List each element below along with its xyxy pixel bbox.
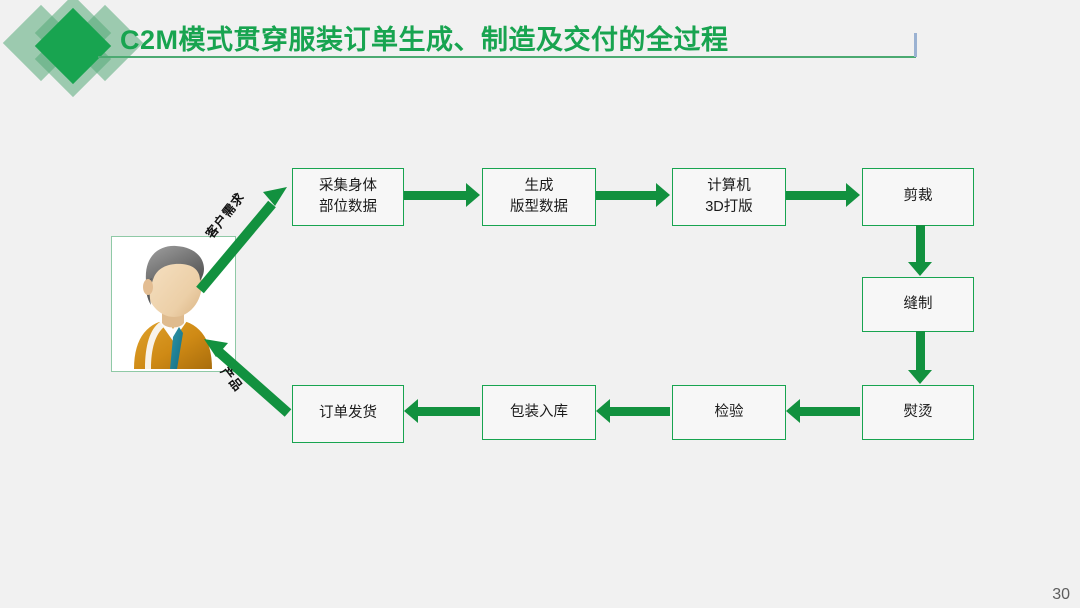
flow-node-cad3d[interactable]: 计算机 3D打版 xyxy=(672,168,786,226)
page-title: C2M模式贯穿服装订单生成、制造及交付的全过程 xyxy=(120,25,729,55)
connector-inspect-to-pack-icon xyxy=(596,399,670,424)
flow-node-pattern-line2: 版型数据 xyxy=(510,199,568,215)
flow-node-iron[interactable]: 熨烫 xyxy=(862,385,974,440)
flow-node-inspect-label: 检验 xyxy=(714,403,744,420)
flow-node-sew[interactable]: 缝制 xyxy=(862,277,974,332)
flow-node-iron-label: 熨烫 xyxy=(903,403,933,420)
flow-node-collect-line1: 采集身体 xyxy=(319,177,377,194)
flow-node-collect-line2: 部位数据 xyxy=(319,199,377,215)
avatar xyxy=(134,245,212,369)
connector-pattern-to-cad3d-icon xyxy=(596,183,670,208)
title-underline xyxy=(98,56,916,58)
connector-cad3d-to-cut-icon xyxy=(786,183,860,208)
flow-node-pattern-line1: 生成 xyxy=(524,177,554,194)
diamond-decoration-icon xyxy=(2,0,144,98)
customer-avatar-panel xyxy=(111,236,236,372)
title-end-tick xyxy=(914,33,917,57)
flow-node-cad3d-line1: 计算机 xyxy=(707,177,751,194)
flow-node-cut[interactable]: 剪裁 xyxy=(862,168,974,226)
flow-node-pack[interactable]: 包装入库 xyxy=(482,385,596,440)
diagonal-label-demand: 客户需求 xyxy=(203,189,248,242)
flow-node-ship-label: 订单发货 xyxy=(319,405,377,422)
connector-iron-to-inspect-icon xyxy=(786,399,860,424)
flow-node-pack-label: 包装入库 xyxy=(510,403,568,420)
connector-cut-to-sew-icon xyxy=(908,225,933,276)
page-number: 30 xyxy=(1052,586,1070,603)
flow-node-collect[interactable]: 采集身体 部位数据 xyxy=(292,168,404,226)
flow-node-ship[interactable]: 订单发货 xyxy=(292,385,404,443)
flow-node-pattern[interactable]: 生成 版型数据 xyxy=(482,168,596,226)
flow-node-cut-label: 剪裁 xyxy=(903,188,933,205)
connector-pack-to-ship-icon xyxy=(404,399,480,424)
flow-node-inspect[interactable]: 检验 xyxy=(672,385,786,440)
connector-collect-to-pattern-icon xyxy=(404,183,480,208)
connector-sew-to-iron-icon xyxy=(908,331,933,384)
flow-node-cad3d-line2: 3D打版 xyxy=(705,199,753,215)
mountain-decoration-icon xyxy=(860,488,1080,608)
flow-node-sew-label: 缝制 xyxy=(903,295,933,312)
